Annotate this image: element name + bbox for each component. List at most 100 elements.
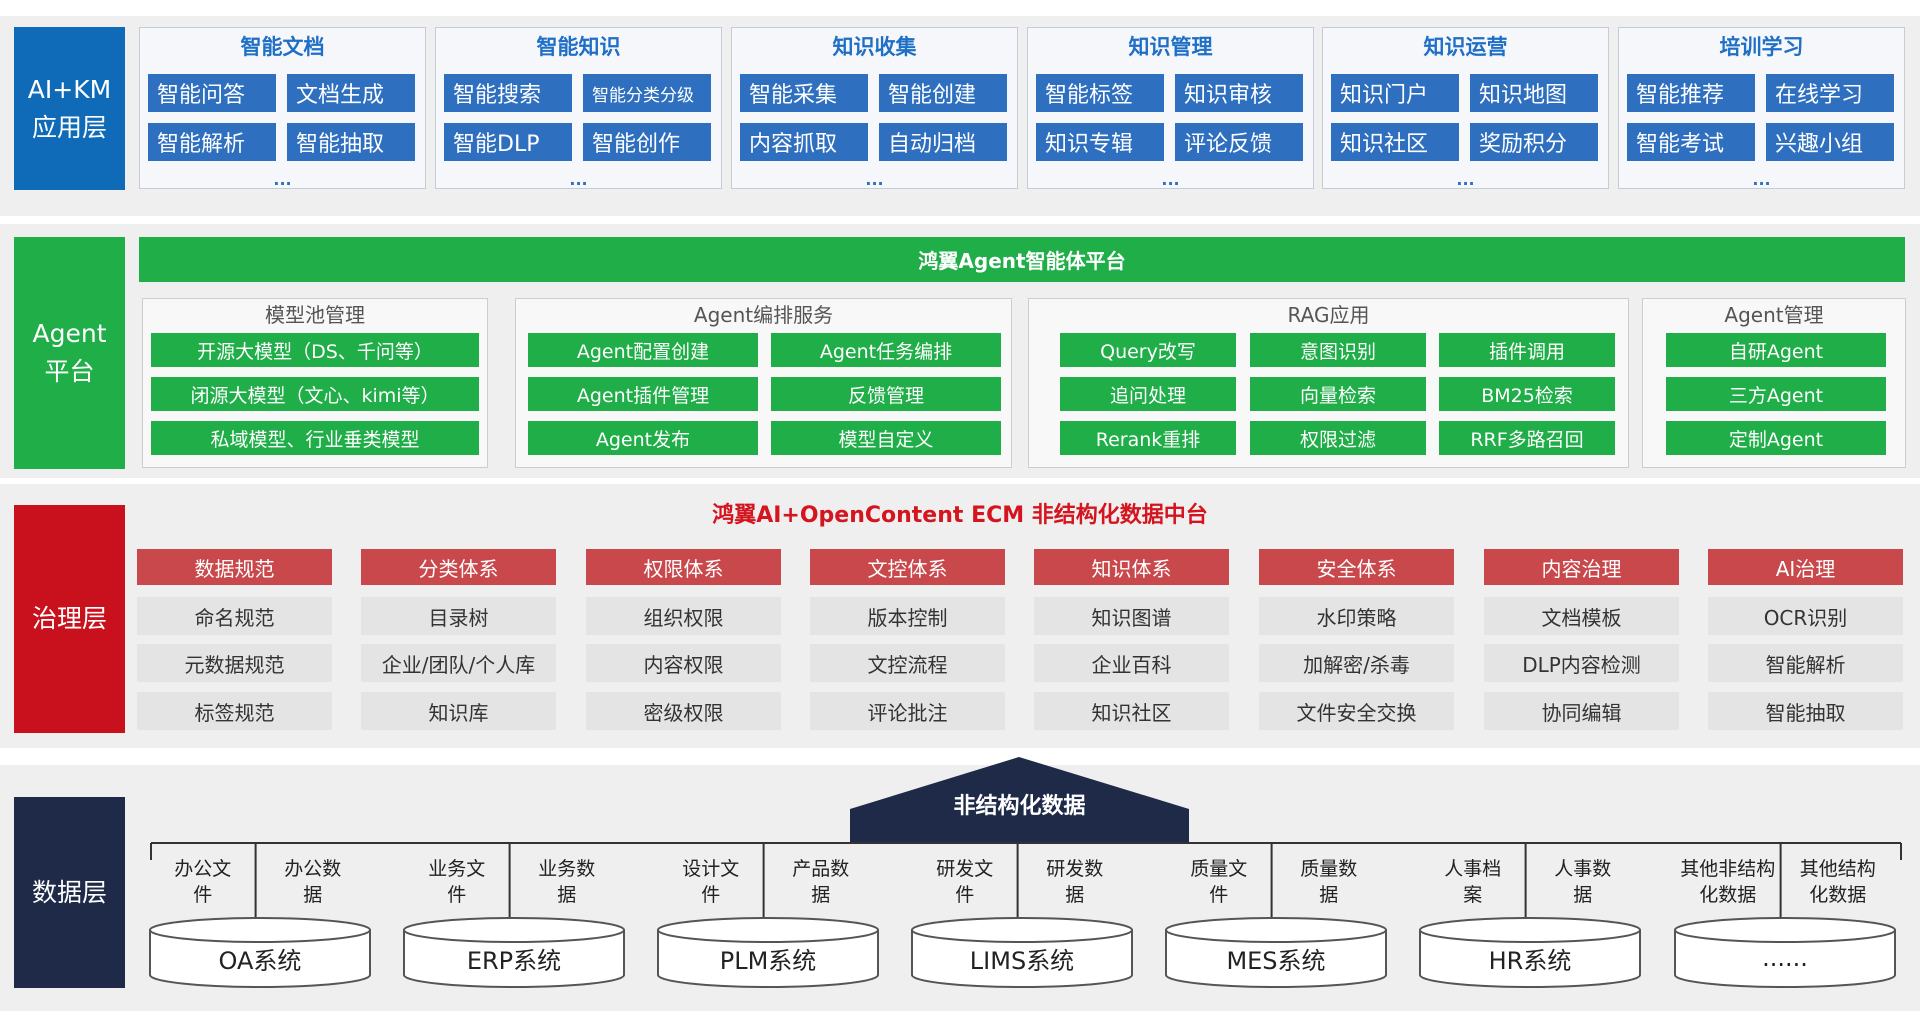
governance-column-head: AI治理 bbox=[1708, 549, 1903, 585]
agent-platform-title: 鸿翼Agent智能体平台 bbox=[139, 237, 1905, 282]
layer-label-agent: Agent 平台 bbox=[14, 237, 125, 469]
system-name: OA系统 bbox=[218, 946, 302, 975]
km-group: 智能文档智能问答文档生成智能解析智能抽取... bbox=[139, 27, 426, 189]
governance-item: 组织权限 bbox=[586, 597, 781, 635]
data-source-right-label: 人事数 据 bbox=[1554, 858, 1612, 906]
km-more-ellipsis: ... bbox=[865, 170, 884, 189]
governance-item: OCR识别 bbox=[1708, 597, 1903, 635]
orchestration-title: Agent编排服务 bbox=[693, 303, 834, 327]
km-group-title: 培训学习 bbox=[1719, 35, 1804, 59]
rag-item: BM25检索 bbox=[1439, 377, 1615, 411]
agent-management-item: 定制Agent bbox=[1666, 421, 1886, 455]
rag-title: RAG应用 bbox=[1287, 303, 1370, 327]
model-pool-group: 模型池管理 开源大模型（DS、千问等） 闭源大模型（文心、kimi等） 私域模型… bbox=[142, 298, 488, 468]
orchestration-item: Agent发布 bbox=[528, 421, 758, 455]
governance-item: 加解密/杀毒 bbox=[1259, 644, 1454, 682]
layer-label-governance: 治理层 bbox=[14, 505, 125, 733]
orchestration-item: Agent任务编排 bbox=[771, 333, 1001, 367]
rag-item: Rerank重排 bbox=[1060, 421, 1236, 455]
system-name: MES系统 bbox=[1226, 946, 1326, 975]
rag-group: RAG应用 Query改写 意图识别 插件调用 追问处理 向量检索 BM25检索… bbox=[1028, 298, 1629, 468]
km-item: 自动归档 bbox=[879, 123, 1007, 161]
governance-item: DLP内容检测 bbox=[1484, 644, 1679, 682]
rag-item: Query改写 bbox=[1060, 333, 1236, 367]
km-item: 评论反馈 bbox=[1175, 123, 1303, 161]
km-group-title: 知识管理 bbox=[1128, 35, 1213, 59]
km-item: 智能问答 bbox=[148, 74, 276, 112]
km-item: 智能搜索 bbox=[444, 74, 572, 112]
model-pool-item: 开源大模型（DS、千问等） bbox=[151, 333, 479, 367]
km-item: 智能DLP bbox=[444, 123, 572, 161]
data-source-left-label: 办公文 件 bbox=[174, 858, 232, 906]
rag-item: RRF多路召回 bbox=[1439, 421, 1615, 455]
governance-item: 企业/团队/个人库 bbox=[361, 644, 556, 682]
km-group-title: 知识收集 bbox=[832, 35, 917, 59]
governance-item: 目录树 bbox=[361, 597, 556, 635]
data-source-right-label: 其他结构 化数据 bbox=[1799, 858, 1876, 906]
km-item: 奖励积分 bbox=[1470, 123, 1598, 161]
governance-item: 知识库 bbox=[361, 692, 556, 730]
rag-item: 追问处理 bbox=[1060, 377, 1236, 411]
system-name: HR系统 bbox=[1488, 946, 1572, 975]
km-item: 智能考试 bbox=[1627, 123, 1755, 161]
rag-item: 意图识别 bbox=[1250, 333, 1426, 367]
orchestration-item: Agent插件管理 bbox=[528, 377, 758, 411]
km-item: 内容抓取 bbox=[740, 123, 868, 161]
governance-item: 智能解析 bbox=[1708, 644, 1903, 682]
orchestration-group: Agent编排服务 Agent配置创建 Agent任务编排 Agent插件管理 … bbox=[515, 298, 1012, 468]
governance-column-head: 分类体系 bbox=[361, 549, 556, 585]
km-item: 智能解析 bbox=[148, 123, 276, 161]
governance-item: 版本控制 bbox=[810, 597, 1005, 635]
governance-item: 命名规范 bbox=[137, 597, 332, 635]
model-pool-title: 模型池管理 bbox=[265, 303, 365, 327]
roof-title: 非结构化数据 bbox=[953, 794, 1086, 819]
governance-item: 水印策略 bbox=[1259, 597, 1454, 635]
data-source-right-label: 研发数 据 bbox=[1046, 858, 1104, 906]
km-group: 知识收集智能采集智能创建内容抓取自动归档... bbox=[731, 27, 1018, 189]
data-source-left-label: 质量文 件 bbox=[1190, 858, 1248, 906]
governance-title: 鸿翼AI+OpenContent ECM 非结构化数据中台 bbox=[712, 503, 1208, 528]
governance-column-head: 安全体系 bbox=[1259, 549, 1454, 585]
km-group-title: 智能文档 bbox=[240, 35, 325, 59]
layer-label-data: 数据层 bbox=[14, 797, 125, 988]
model-pool-item: 闭源大模型（文心、kimi等） bbox=[151, 377, 479, 411]
data-source-left-label: 人事档 案 bbox=[1444, 858, 1502, 906]
governance-item: 文档模板 bbox=[1484, 597, 1679, 635]
km-more-ellipsis: ... bbox=[1456, 170, 1475, 189]
layer-label-ai-km: AI+KM 应用层 bbox=[14, 27, 125, 190]
agent-management-group: Agent管理 自研Agent 三方Agent 定制Agent bbox=[1642, 298, 1906, 468]
km-more-ellipsis: ... bbox=[569, 170, 588, 189]
governance-column-head: 文控体系 bbox=[810, 549, 1005, 585]
governance-item: 文控流程 bbox=[810, 644, 1005, 682]
km-item: 智能采集 bbox=[740, 74, 868, 112]
governance-item: 评论批注 bbox=[810, 692, 1005, 730]
km-item: 智能抽取 bbox=[287, 123, 415, 161]
km-group: 知识管理智能标签知识审核知识专辑评论反馈... bbox=[1027, 27, 1314, 189]
km-item: 智能创建 bbox=[879, 74, 1007, 112]
governance-item: 智能抽取 bbox=[1708, 692, 1903, 730]
km-item: 智能推荐 bbox=[1627, 74, 1755, 112]
orchestration-item: Agent配置创建 bbox=[528, 333, 758, 367]
km-group: 知识运营知识门户知识地图知识社区奖励积分... bbox=[1322, 27, 1609, 189]
data-source-right-label: 办公数 据 bbox=[284, 858, 342, 906]
km-more-ellipsis: ... bbox=[1752, 170, 1771, 189]
rag-item: 向量检索 bbox=[1250, 377, 1426, 411]
system-name: LIMS系统 bbox=[969, 946, 1075, 975]
data-source-right-label: 产品数 据 bbox=[792, 858, 850, 906]
governance-column-head: 内容治理 bbox=[1484, 549, 1679, 585]
governance-column-head: 数据规范 bbox=[137, 549, 332, 585]
governance-item: 文件安全交换 bbox=[1259, 692, 1454, 730]
km-item: 文档生成 bbox=[287, 74, 415, 112]
agent-management-title: Agent管理 bbox=[1724, 303, 1824, 327]
km-item: 知识社区 bbox=[1331, 123, 1459, 161]
km-item: 在线学习 bbox=[1766, 74, 1894, 112]
governance-item: 元数据规范 bbox=[137, 644, 332, 682]
km-more-ellipsis: ... bbox=[273, 170, 292, 189]
km-group-title: 智能知识 bbox=[536, 35, 621, 59]
km-item: 知识地图 bbox=[1470, 74, 1598, 112]
km-item: 知识审核 bbox=[1175, 74, 1303, 112]
data-source-left-label: 其他非结构 化数据 bbox=[1680, 858, 1776, 906]
km-item: 知识门户 bbox=[1331, 74, 1459, 112]
data-source-left-label: 业务文 件 bbox=[428, 858, 486, 906]
